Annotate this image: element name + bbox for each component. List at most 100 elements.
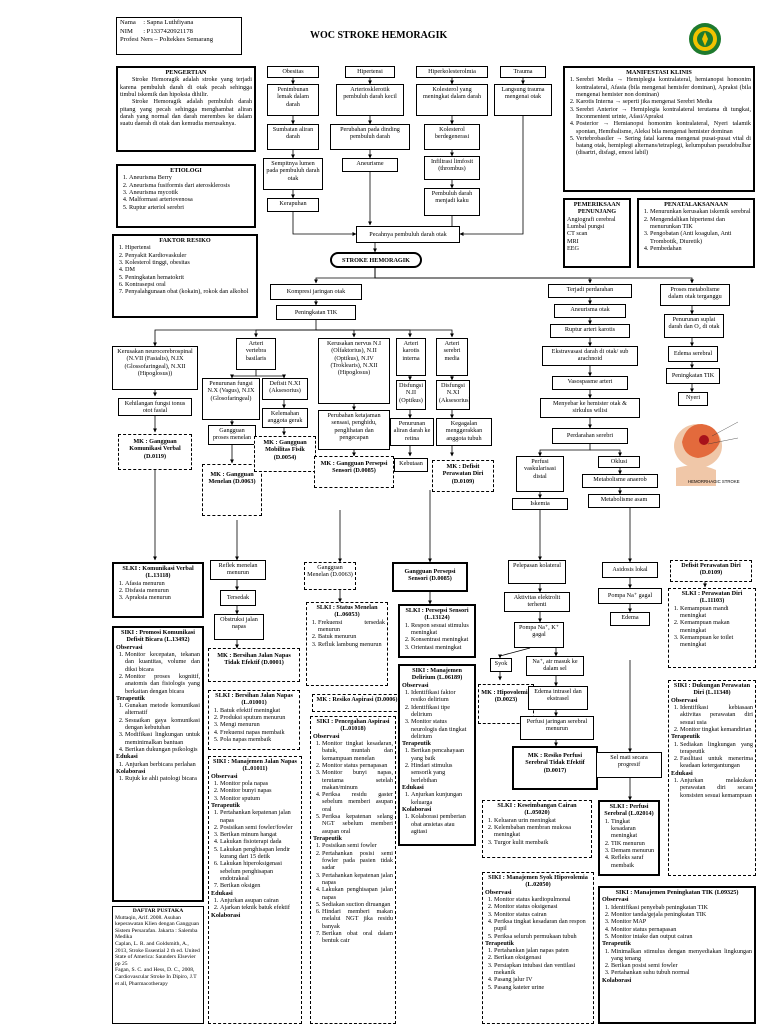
siki-delirium-box: SIKI : Manajemen Delirium (L.06189) Obse… <box>398 664 476 846</box>
section-terapeutik: Terapeutik <box>671 733 700 741</box>
etiologi-item: Aneurisma fusiformis dari aterosklerosis <box>129 182 252 189</box>
node-asidosis: Asidosis lokal <box>602 562 658 578</box>
siki-item: Monitor status pernapasan <box>611 926 752 933</box>
siki-item: Lakukan penghisapan jalan napas <box>322 886 393 901</box>
siki-aspirasi-box: SIKI : Pencegahan Aspirasi (L.01018) Obs… <box>310 716 396 1024</box>
node-pompa-nak: Pompa Na⁺, K⁺ gagal <box>514 622 564 648</box>
node-perfusi-vaskularisasi: Perfusi vaskularisasi distal <box>516 456 564 492</box>
siki-item: Hindari memberi makan melalui NGT jika r… <box>322 908 393 930</box>
section-terapeutik: Terapeutik <box>402 740 431 748</box>
siki-item: Lakukan hiperoksigenasi sebelum penghisa… <box>220 860 299 882</box>
siki-item: Berikan minum hangat <box>220 831 299 838</box>
manifestasi-list: Serebri Media → Hemiplegia kontralateral… <box>567 76 751 156</box>
siki-dukungan-box: SIKI : Dukungan Perawatan Diri (L.11348)… <box>668 680 756 876</box>
siki-komunikasi-title: SIKI : Promosi Komunikasi Defisit Bicara… <box>121 629 195 644</box>
node-hipertensi: Hipertensi <box>345 66 395 78</box>
siki-item: Identifikasi faktor resiko delirium <box>411 689 472 704</box>
mk-mobilitas-label: MK : Gangguan Mobilitas Fisik (D.0054) <box>263 439 307 461</box>
node-pecahnya: Pecahnya pembuluh darah otak <box>356 226 460 243</box>
siki-item: Ajarkan teknik batuk efektif <box>220 904 299 911</box>
node-pompa-na: Pompa Na⁺ gagal <box>598 588 662 604</box>
siki-item: Monitor kecepatan, tekanan dan kuantitas… <box>125 651 200 673</box>
slki-persepsi-box: SLKI : Persepsi Sensori (L.13124) Respon… <box>398 604 476 658</box>
etiologi-title: ETIOLOGI <box>170 167 202 174</box>
node-kompresi: Kompresi jaringan otak <box>270 284 362 300</box>
node-aneurisme: Aneurisme <box>342 158 398 172</box>
node-refleks-menelan: Reflek menelan menurun <box>210 560 266 580</box>
node-oklusi: Oklusi <box>598 456 640 468</box>
slki-item: Pola napas membaik <box>220 736 297 743</box>
manifestasi-item: Serebri Media → Hemiplegia kontralateral… <box>576 76 751 98</box>
node-na-masuk: Na⁺, air masuk ke dalam sel <box>526 656 584 676</box>
section-observasi: Observasi <box>313 732 340 740</box>
slki-item: Kemampuan makan meningkat <box>680 619 753 634</box>
node-peningkatan-tik2: Peningkatan TIK <box>666 368 720 384</box>
pemeriksaan-item: EEG <box>567 244 580 252</box>
node-kerusakan-neuro: Kerusakan neurocerebrospinal (N.VII (Fas… <box>112 346 198 390</box>
pengertian-box: PENGERTIAN Stroke Hemoragik adalah strok… <box>116 66 256 152</box>
name-label: Nama <box>120 19 136 26</box>
slki-cairan-list: Keluaran urin meningkat Kelembaban membr… <box>485 817 589 846</box>
node-aneurisma-otak: Aneurisma otak <box>554 304 626 318</box>
section-kolaborasi: Kolaborasi <box>402 805 432 813</box>
slki-menelan-box: SLKI : Status Menelan (L.06053) Frekuens… <box>306 602 388 686</box>
siki-item: Anjurkan melakukan perawatan diri secara… <box>680 777 753 799</box>
node-kebutaan: Kebutaan <box>394 458 428 472</box>
siki-item: Berikan oksigen <box>220 882 299 889</box>
node-infiltrasi: Infiltrasi limfosit (thrombus) <box>424 156 480 180</box>
node-trauma: Trauma <box>500 66 546 78</box>
pemeriksaan-box: PEMERIKSAAN PENUNJANG Angiografi cerebra… <box>563 198 631 268</box>
node-sel-mati: Sel mati secara progresif <box>596 752 662 778</box>
node-perubahan-ketajaman: Perubahan ketajaman sensasi, penghidu, p… <box>318 410 390 450</box>
siki-item: Sesuaikan gaya komunikasi dengan kebutuh… <box>125 717 200 732</box>
node-arterio: Arteriosklerotik pembuluh darah kecil <box>336 84 404 116</box>
slki-item: Batuk menurun <box>318 633 385 640</box>
siki-item: Pasang kateter urine <box>494 984 591 991</box>
manifestasi-item: Serebri Anterior → Hemiplegia kontralate… <box>576 106 751 121</box>
faktor-title: FAKTOR RESIKO <box>159 237 211 244</box>
siki-bersihan-box: SIKI : Manajemen Jalan Napas (L.01011) O… <box>208 756 302 1024</box>
node-proses-metabolisme: Proses metabolisme dalam otak terganggu <box>660 284 730 306</box>
node-arteri-vb: Arteri vertebra basilaris <box>236 338 276 370</box>
pengertian-p1: Stroke Hemoragik adalah stroke yang terj… <box>120 76 252 98</box>
siki-item: Berikan obat oral dalam bentuk cair <box>322 930 393 945</box>
siki-item: Periksa seluruh permukaan tubuh <box>494 933 591 940</box>
node-kerapuhan: Kerapuhan <box>267 198 319 212</box>
slki-item: Refluk lambung menurun <box>318 641 385 648</box>
slki-item: Afasia menurun <box>125 580 200 587</box>
siki-aspirasi-title: SIKI : Pencegahan Aspirasi (L.01018) <box>316 718 390 733</box>
slki-item: Mengi menurun <box>220 721 297 728</box>
faktor-item: Hipertensi <box>125 244 254 251</box>
siki-item: Pasang jalur IV <box>494 976 591 983</box>
node-langsung: Langsung trauma mengenai otak <box>494 84 552 116</box>
section-observasi: Observasi <box>402 681 429 689</box>
mk-bersihan-jalan-napas: MK : Bersihan Jalan Napas Tidak Efektif … <box>208 648 300 682</box>
slki-item: TIK menurun <box>611 840 656 847</box>
slki-item: Kemampuan mandi meningkat <box>680 605 753 620</box>
node-gangguan-proses: Gangguan proses menelan <box>208 425 256 445</box>
slki-item: Frekuensi napas membaik <box>220 729 297 736</box>
mk-perfusi-label: MK : Resiko Perfusi Serebral Tidak Efekt… <box>525 752 585 774</box>
siki-item: Monitor tingkat kesadaran, batuk, muntah… <box>322 740 393 762</box>
siki-dukungan-obs: Identifikasi kebiasaan aktivitas perawat… <box>671 704 753 733</box>
node-kolesterol: Kolesterol yang meningkat dalam darah <box>416 84 488 116</box>
slki-bersihan-box: SLKI : Bersihan Jalan Napas (L.01001) Ba… <box>208 690 300 750</box>
pemeriksaan-item: Angiografi cerebral <box>567 215 616 223</box>
etiologi-item: Malformasi arteriovenosa <box>129 196 252 203</box>
siki-delirium-kol: Kolaborasi pemberian obat ansietas atau … <box>402 813 472 835</box>
slki-item: Produksi sputum menurun <box>220 714 297 721</box>
siki-syok-obs: Monitor status kardiopulmonal Monitor st… <box>485 896 591 940</box>
siki-item: Fasilitasi untuk menerima keadaan keterg… <box>680 755 753 770</box>
node-kehilangan: Kehilangan fungsi tonus otot fasial <box>118 398 192 416</box>
siki-item: Monitor tingkat kemandirian <box>680 726 753 733</box>
slki-perfusi-box: SLKI : Perfusi Serebral (L.02014) Tingka… <box>598 800 660 876</box>
hemorrhagic-stroke-illustration: HEMORRHAGIC STROKE <box>674 421 740 486</box>
node-peningkatan-tik: Peningkatan TIK <box>276 305 356 320</box>
penatalaksanaan-title: PENATALAKSANAAN <box>664 201 728 208</box>
siki-syok-box: SIKI : Manajemen Syok Hipovolemia (L.020… <box>482 872 594 1024</box>
slki-item: Respon sesuai stimulus meningkat <box>411 622 472 637</box>
siki-item: Lakukan penghisapan lendir kurang dari 1… <box>220 846 299 861</box>
slki-komunikasi-list: Afasia menurun Disfasia menurun Apraksia… <box>116 580 200 602</box>
siki-delirium-edu: Anjurkan kunjungan keluarga <box>402 791 472 806</box>
daftar-title: DAFTAR PUSTAKA <box>132 908 184 914</box>
